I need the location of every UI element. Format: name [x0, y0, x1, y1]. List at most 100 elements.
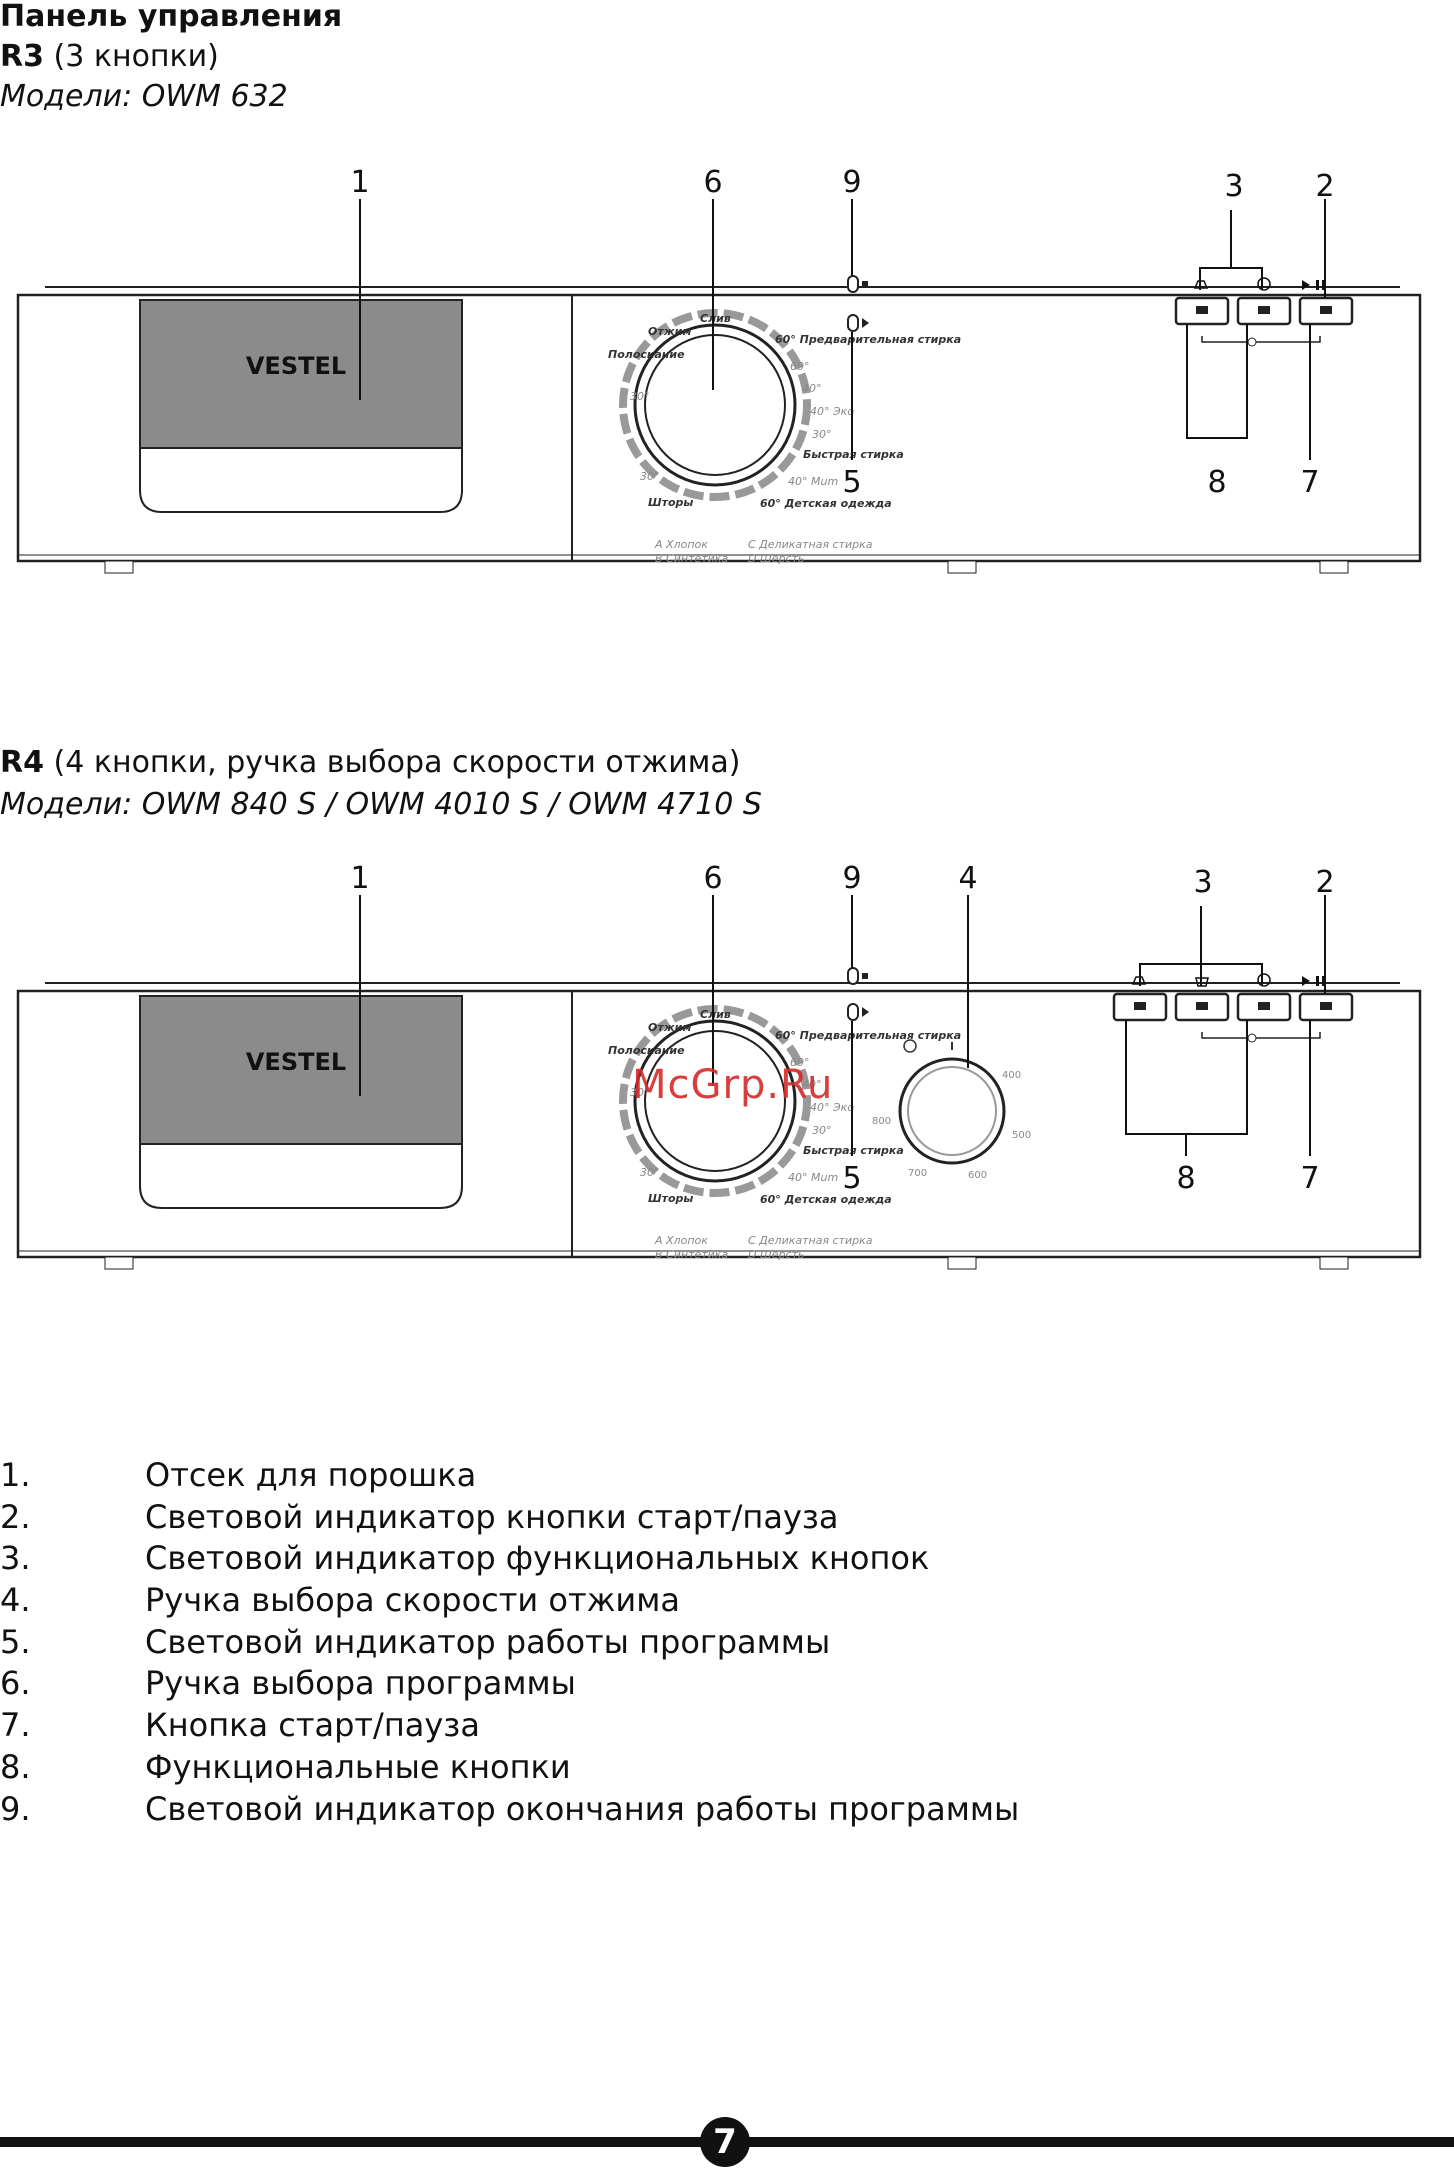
- spin-value: 400: [1002, 1070, 1021, 1081]
- program-label: Полоскание: [608, 348, 685, 361]
- legend-text: Световой индикатор функциональных кнопок: [145, 1539, 930, 1578]
- program-label: 30°: [640, 1166, 660, 1179]
- r3-code: R3: [0, 39, 44, 74]
- spin-value: 700: [908, 1168, 927, 1179]
- callout-number: 9: [842, 165, 861, 200]
- fabric-key: D Шерсть: [748, 552, 804, 565]
- legend-item: 4.Ручка выбора скорости отжима: [0, 1580, 1200, 1622]
- spin-value: 800: [872, 1116, 891, 1127]
- run-indicator-light: [847, 1003, 859, 1021]
- program-label: Слив: [700, 312, 731, 325]
- program-label: 40° Mum: [788, 1171, 838, 1184]
- play-icon: [1302, 976, 1310, 986]
- rinse-icon: [1257, 277, 1271, 291]
- callout-number: 8: [1207, 465, 1226, 500]
- play-icon: [1302, 280, 1310, 290]
- key-lock-icon: [1247, 337, 1257, 347]
- program-label: 40° Эко: [810, 405, 854, 418]
- legend-text: Ручка выбора скорости отжима: [145, 1581, 680, 1620]
- legend-text: Функциональные кнопки: [145, 1747, 571, 1786]
- program-label: 60°: [790, 360, 810, 373]
- extra-rinse-icon: [1257, 973, 1271, 987]
- r4-desc: (4 кнопки, ручка выбора скорости отжима): [43, 745, 741, 780]
- legend-item: 8. Функциональные кнопки: [0, 1747, 1200, 1789]
- fabric-key: C Деликатная стирка: [748, 538, 873, 551]
- legend-text: Отсек для порошка: [145, 1456, 477, 1494]
- program-label: Полоскание: [608, 1044, 685, 1057]
- legend-number: 3.: [0, 1539, 31, 1578]
- callout-number: 2: [1315, 865, 1334, 900]
- legend-item: 1. Отсек для порошка: [0, 1455, 1200, 1497]
- legend-text: Кнопка старт/пауза: [145, 1706, 480, 1745]
- legend-number: 1.: [0, 1456, 31, 1494]
- program-label: 60° Детская одежда: [760, 1193, 892, 1206]
- spin-speed-knob: [898, 1057, 1006, 1165]
- program-label: Шторы: [648, 1192, 693, 1205]
- page-number: 7: [700, 2117, 750, 2167]
- legend-item: 5. Световой индикатор работы программы: [0, 1622, 1200, 1664]
- program-label: 60° Предварительная стирка: [775, 333, 961, 346]
- r3-heading: R3 (3 кнопки): [0, 42, 219, 72]
- iron-icon: [1193, 280, 1209, 289]
- fabric-key: B Синтетика: [655, 1248, 728, 1261]
- detergent-drawer: [139, 299, 463, 449]
- callout-number: 3: [1193, 865, 1212, 900]
- brand-logo: VESTEL: [246, 352, 346, 380]
- callout-number: 3: [1224, 169, 1243, 204]
- spin-value: 500: [1012, 1130, 1031, 1141]
- program-label: 60° Предварительная стирка: [775, 1029, 961, 1042]
- run-indicator-light: [847, 314, 859, 332]
- legend-number: 5.: [0, 1622, 31, 1661]
- spin-value: 600: [968, 1170, 987, 1181]
- callout-number: 4: [958, 861, 977, 896]
- program-label: Слив: [700, 1008, 731, 1021]
- legend-text: Световой индикатор кнопки старт/пауза: [145, 1497, 839, 1536]
- callout-number: 6: [703, 861, 722, 896]
- page-title: Панель управления: [0, 0, 343, 34]
- program-label: 30°: [812, 1124, 832, 1137]
- fabric-key: A Хлопок: [654, 538, 708, 551]
- watermark: McGrp.Ru: [632, 1062, 834, 1108]
- legend-number: 8.: [0, 1747, 31, 1786]
- legend-text: Световой индикатор окончания работы прог…: [145, 1789, 1020, 1828]
- r3-panel-diagram: VESTEL Слив Отжим Полоскание 30° 30° Што…: [16, 165, 1422, 574]
- callout-number: 8: [1176, 1161, 1195, 1196]
- legend-item: 2.Световой индикатор кнопки старт/пауза: [0, 1497, 1200, 1539]
- program-label: 60°: [790, 1056, 810, 1069]
- pause-icon: [1316, 976, 1319, 986]
- fabric-key: C Деликатная стирка: [748, 1234, 873, 1247]
- program-label: Шторы: [648, 496, 693, 509]
- callout-number: 1: [350, 165, 369, 200]
- legend-item: 3. Световой индикатор функциональных кноп…: [0, 1538, 1200, 1580]
- r4-panel-diagram: VESTEL Слив Отжим Полоскание 30° 30° Што…: [16, 861, 1422, 1270]
- legend-item: 6. Ручка выбора программы: [0, 1663, 1200, 1705]
- program-label: 30°: [640, 470, 660, 483]
- callout-number: 6: [703, 165, 722, 200]
- callout-number: 7: [1300, 1161, 1319, 1196]
- program-label: 40° Эко: [810, 1101, 854, 1114]
- program-label: 40° Mum: [788, 475, 838, 488]
- program-label: Быстрая стирка: [803, 448, 904, 461]
- legend-number: 9.: [0, 1789, 31, 1828]
- key-lock-icon: [1247, 1033, 1257, 1043]
- callout-number: 9: [842, 861, 861, 896]
- r4-code: R4: [0, 745, 44, 780]
- callout-number: 2: [1315, 169, 1334, 204]
- r4-heading: R4 (4 кнопки, ручка выбора скорости отжи…: [0, 748, 740, 778]
- legend-text: Световой индикатор работы программы: [145, 1622, 831, 1661]
- program-label: 30°: [812, 428, 832, 441]
- r3-models: Модели: OWM 632: [0, 79, 288, 114]
- program-knob: [633, 323, 797, 487]
- fabric-key: A Хлопок: [654, 1234, 708, 1247]
- legend-text: Ручка выбора программы: [145, 1664, 576, 1703]
- legend-number: 6.: [0, 1664, 31, 1703]
- fabric-key: D Шерсть: [748, 1248, 804, 1261]
- callout-number: 1: [350, 861, 369, 896]
- callout-number: 5: [842, 1161, 861, 1196]
- prewash-icon: [1195, 977, 1209, 987]
- callout-number: 5: [842, 465, 861, 500]
- program-label: 60° Детская одежда: [760, 497, 892, 510]
- r4-models: Модели: OWM 840 S / OWM 4010 S / OWM 471…: [0, 787, 762, 822]
- program-label: Отжим: [648, 325, 691, 338]
- pause-icon: [1316, 280, 1319, 290]
